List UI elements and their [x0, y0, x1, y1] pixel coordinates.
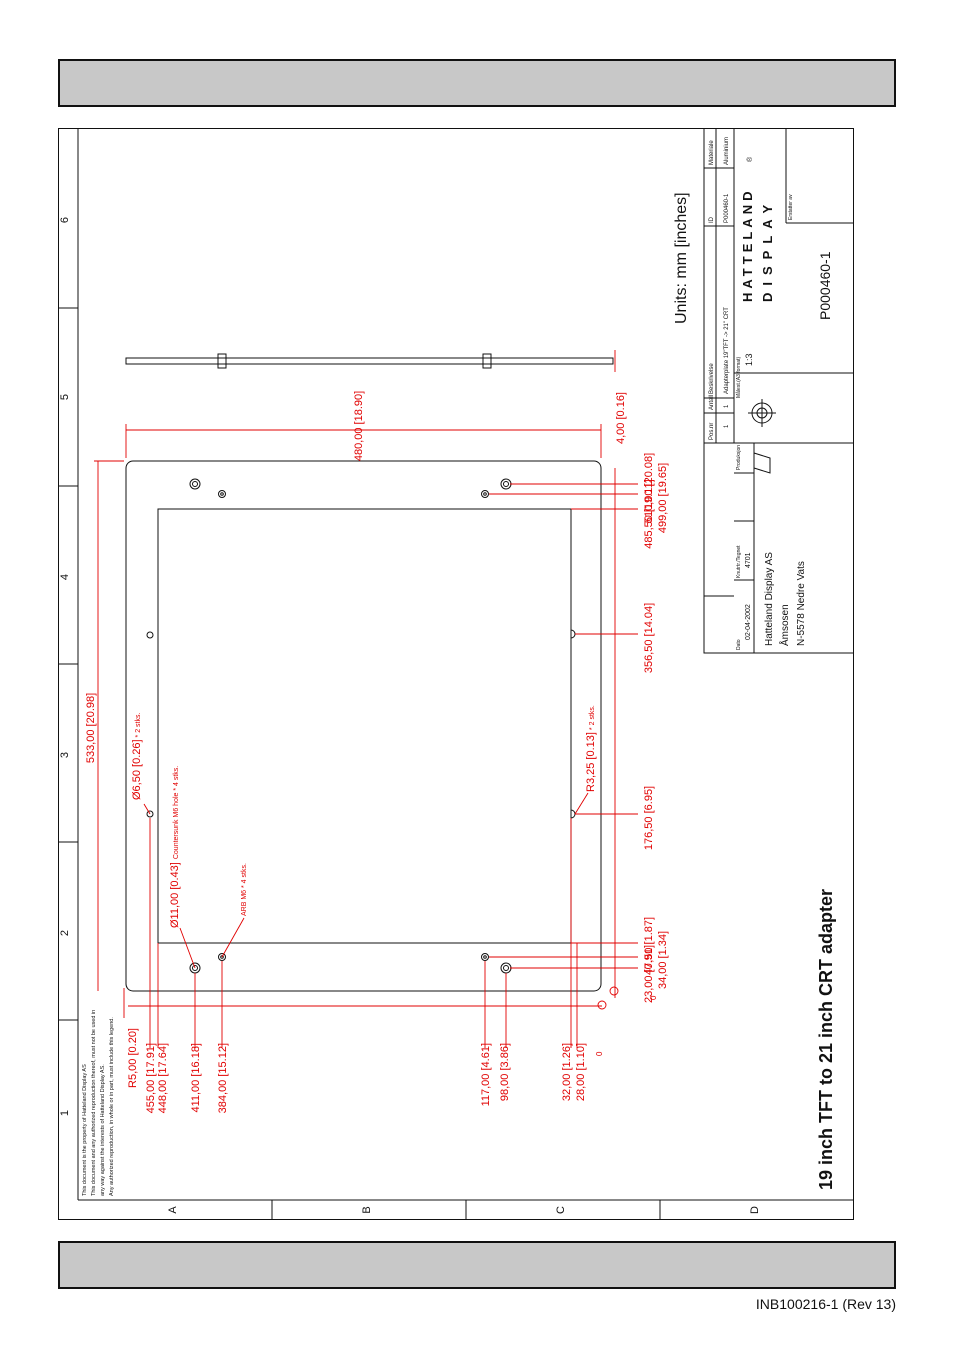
tb-part-number: P000460-1	[817, 251, 833, 320]
zero-label-right: 0	[649, 995, 658, 1000]
bottom-banner	[58, 1241, 896, 1289]
tb-header-antall: Antall	[709, 395, 715, 410]
grid-number-1: 1	[59, 1110, 71, 1116]
tb-header-posnr: Pos.nr	[709, 423, 715, 440]
inner-cutout	[157, 508, 572, 944]
copyright-legend: This document is the property of Hattela…	[82, 1010, 115, 1196]
dim-455: 455,00 [17.91]	[145, 1043, 157, 1113]
dim-510: 510,00 [20.08]	[643, 453, 655, 523]
dim-34: 34,00 [1.34]	[657, 931, 669, 989]
dim-384: 384,00 [15.12]	[217, 1043, 229, 1113]
units-label: Units: mm [inches]	[673, 192, 690, 324]
tb-scale-label: Målest.(A3 format)	[735, 357, 742, 398]
tb-header-materiale: Materiale	[709, 140, 715, 165]
dim-thickness: 4,00 [0.16]	[615, 392, 627, 444]
note-countersunk: Ø11,00 [0.43]Countersunk M6 hole * 4 stk…	[169, 766, 181, 928]
tb-header-beskrivelse: Beskrivelse	[709, 363, 715, 394]
tb-header-id: ID	[709, 216, 715, 223]
grid-number-2: 2	[59, 930, 71, 936]
dim-356: 356,50 [14.04]	[643, 603, 655, 673]
tb-row-id: P000460-1	[724, 193, 730, 223]
tb-scale: 1:3	[744, 353, 754, 366]
tb-logo-line1: HATTELAND	[740, 188, 755, 302]
side-view	[125, 357, 614, 365]
zero-label-bottom: 0	[595, 1051, 604, 1056]
grid-number-6: 6	[59, 217, 71, 223]
dim-23: 23,00 [0.91]	[643, 945, 655, 1003]
svg-text:any way against the interests: any way against the interests of Hattela…	[100, 1064, 106, 1196]
dim-32: 32,00 [1.26]	[561, 1043, 573, 1101]
technical-drawing: 1 2 3 4 5 6 A B C D This document is the…	[58, 127, 855, 1220]
tb-date-label: Dato	[736, 639, 742, 650]
tb-logo-mark: ®	[746, 156, 754, 162]
projection-symbol-icon	[748, 399, 776, 474]
tb-logo-line2: DISPLAY	[760, 198, 775, 302]
svg-text:This document and any authoriz: This document and any authorized reprodu…	[91, 1010, 97, 1196]
grid-letter-c: C	[555, 1206, 567, 1214]
threaded-holes	[218, 490, 489, 961]
tb-knr: 4701	[745, 552, 752, 568]
grid-number-4: 4	[59, 574, 71, 580]
drawing-frame	[58, 128, 854, 1220]
tb-erstatter-label: Erstatter av	[788, 194, 794, 220]
tb-company-line3: N-5578 Nedre Vats	[796, 561, 807, 646]
adapter-plate-outline	[125, 460, 602, 992]
top-banner	[58, 59, 896, 107]
grid-letter-b: B	[361, 1206, 373, 1213]
dim-411: 411,00 [16.18]	[190, 1043, 202, 1113]
grid-letter-a: A	[167, 1206, 179, 1214]
document-number: INB100216-1 (Rev 13)	[755, 1296, 896, 1312]
tb-row-beskrivelse: Adapterplate 19"TFT -> 21" CRT	[724, 307, 730, 394]
tb-date: 02-04-2002	[745, 604, 752, 640]
tb-company-line2: Åmsosen	[778, 604, 791, 646]
dim-width: 480,00 [18.90]	[353, 391, 365, 461]
note-hole-small: Ø6,50 [0.26]* 2 stks.	[131, 713, 143, 800]
dim-98: 98,00 [3.86]	[499, 1043, 511, 1101]
small-hole-bottom	[146, 810, 154, 818]
title-block: Pos.nr Antall Beskrivelse ID Materiale 1…	[703, 127, 855, 654]
dim-176: 176,50 [6.95]	[643, 786, 655, 850]
tb-knr-label: Knutrtr./Tegnet	[736, 545, 742, 578]
dim-47: 47,50 [1.87]	[643, 917, 655, 975]
note-arb: ARB M6 * 4 stks.	[241, 863, 248, 916]
tb-row-materiale: Aluminium	[724, 137, 730, 165]
dim-485: 485,50 [19.11]	[643, 479, 655, 549]
note-radius: R3,25 [0.13]* 2 stks.	[585, 705, 597, 792]
grid-number-3: 3	[59, 752, 71, 758]
tb-row-posnr: 1	[724, 424, 730, 428]
countersunk-holes	[189, 478, 512, 974]
tb-row-antall: 1	[724, 404, 730, 408]
grid-number-5: 5	[59, 394, 71, 400]
dim-117: 117,00 [4.61]	[480, 1043, 492, 1106]
drawing-title: 19 inch TFT to 21 inch CRT adapter	[816, 889, 836, 1190]
tb-prod-label: Produksjon	[736, 445, 742, 470]
dim-28: 28,00 [1.10]	[575, 1043, 587, 1101]
dim-height: 533,00 [20.98]	[85, 693, 97, 763]
dim-r5: R5,00 [0.20]	[127, 1028, 139, 1088]
tb-company-line1: Hatteland Display AS	[764, 552, 775, 646]
svg-text:This document is the property: This document is the property of Hattela…	[82, 1064, 88, 1196]
svg-text:Any authorized reproduction, i: Any authorized reproduction, in whole or…	[109, 1017, 115, 1196]
dim-499: 499,00 [19.65]	[657, 463, 669, 533]
small-hole-top	[146, 631, 154, 639]
dim-448: 448,00 [17.64]	[157, 1043, 169, 1113]
grid-letter-d: D	[749, 1206, 761, 1214]
